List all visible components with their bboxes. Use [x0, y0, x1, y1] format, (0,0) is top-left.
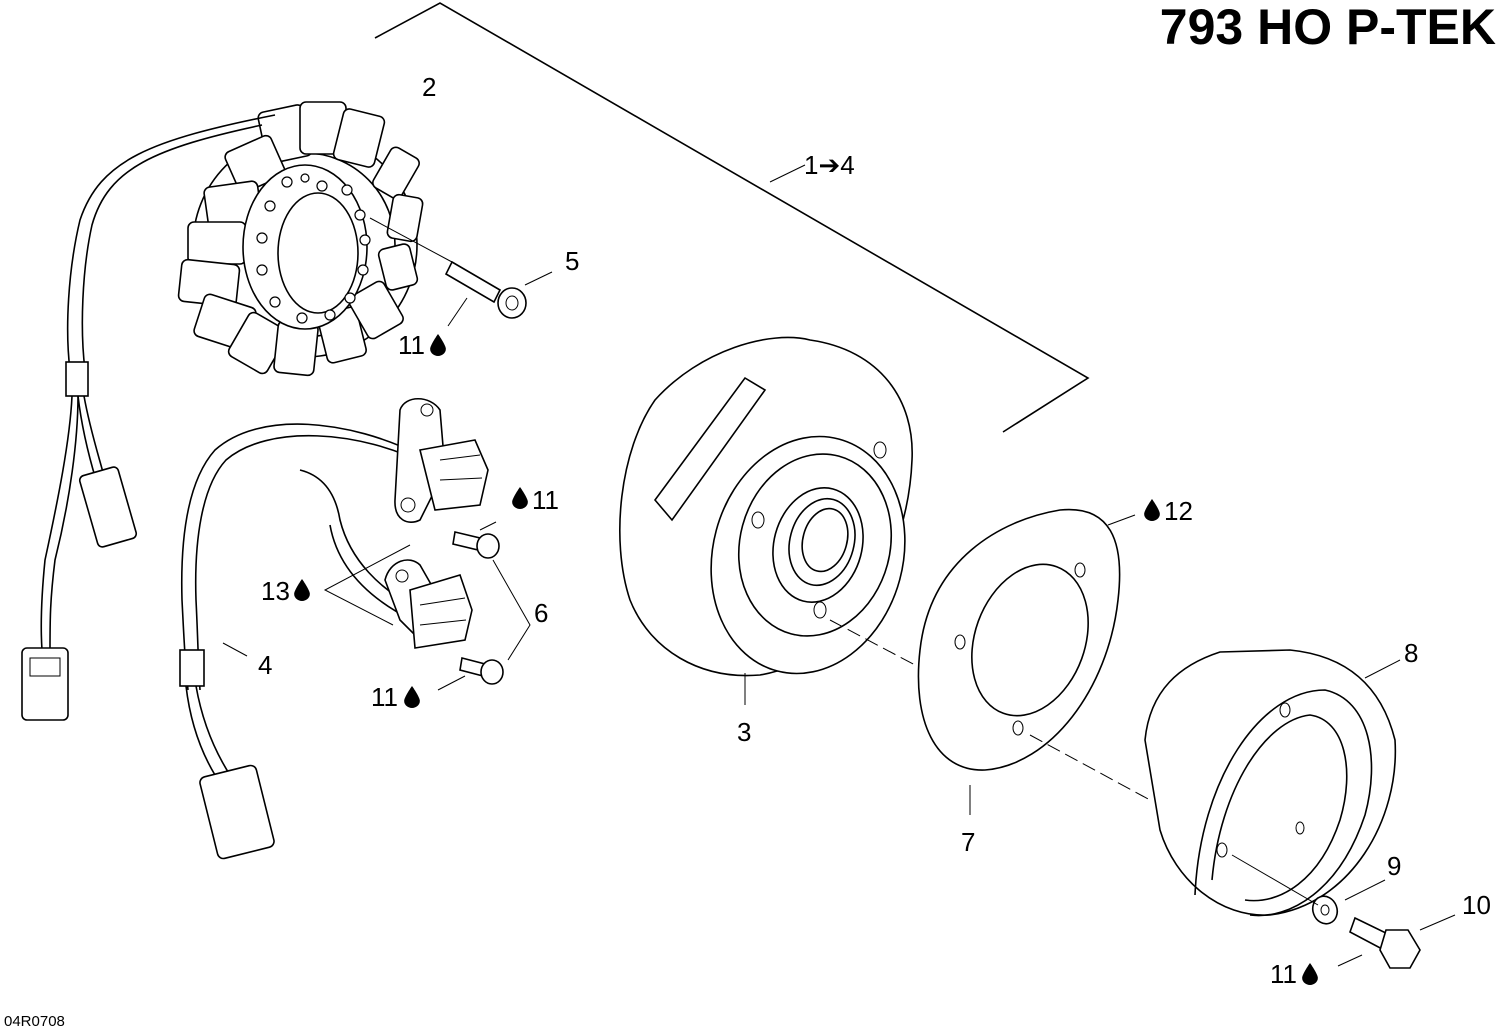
- assembly-bracket: [374, 2, 1090, 433]
- reference-code: 04R0708: [4, 1013, 65, 1030]
- callout-6: 6: [534, 598, 548, 628]
- callout-6-leader: [492, 559, 531, 661]
- callout-2: 2: [422, 72, 436, 102]
- trigger-coil-upper: [394, 397, 489, 524]
- stator: [177, 101, 424, 377]
- callout-4: 4: [258, 650, 272, 680]
- callout-11-stator-bolt: 11: [398, 330, 425, 360]
- diagram-title: 793 HO P-TEK: [1159, 0, 1496, 55]
- stator-harness: [21, 114, 276, 721]
- callout-10: 10: [1462, 890, 1491, 920]
- stator-bolt: [369, 217, 553, 327]
- coil-screw-upper: [452, 521, 500, 559]
- rotor: [619, 336, 913, 705]
- callout-13: 13: [261, 576, 290, 606]
- callout-11-upper-screw: 11: [532, 485, 559, 515]
- oil-drop-icon: [294, 579, 310, 601]
- washer: [1231, 854, 1386, 925]
- callout-3: 3: [737, 717, 751, 747]
- callout-9: 9: [1387, 851, 1401, 881]
- callout-8: 8: [1404, 638, 1418, 668]
- callout-12: 12: [1164, 496, 1193, 526]
- rotor-bolt: [1337, 914, 1456, 969]
- callout-11-rotor-bolt: 11: [1270, 959, 1297, 989]
- oil-drop-icon: [512, 487, 528, 509]
- ring-plate: [829, 508, 1136, 815]
- coil-screw-lower: [437, 657, 504, 691]
- starter-cup: [1029, 649, 1401, 917]
- trigger-coil-harness: [179, 423, 429, 860]
- oil-drop-icon: [404, 686, 420, 708]
- callout-5: 5: [565, 246, 579, 276]
- callout-13-leader: [323, 544, 411, 626]
- oil-drop-icon: [1144, 499, 1160, 521]
- callout-4-leader: [222, 642, 248, 657]
- trigger-coil-lower: [384, 559, 473, 649]
- callout-1-4: 1➔4: [804, 150, 855, 180]
- oil-drop-icon: [1302, 963, 1318, 985]
- callout-labels: 1➔4 2 3 4 5 6 7 8 9 10 11 11 11 11 12 13: [258, 72, 1491, 989]
- callout-7: 7: [961, 827, 975, 857]
- oil-drop-icon: [430, 334, 446, 356]
- callout-11-lower-screw: 11: [371, 682, 398, 712]
